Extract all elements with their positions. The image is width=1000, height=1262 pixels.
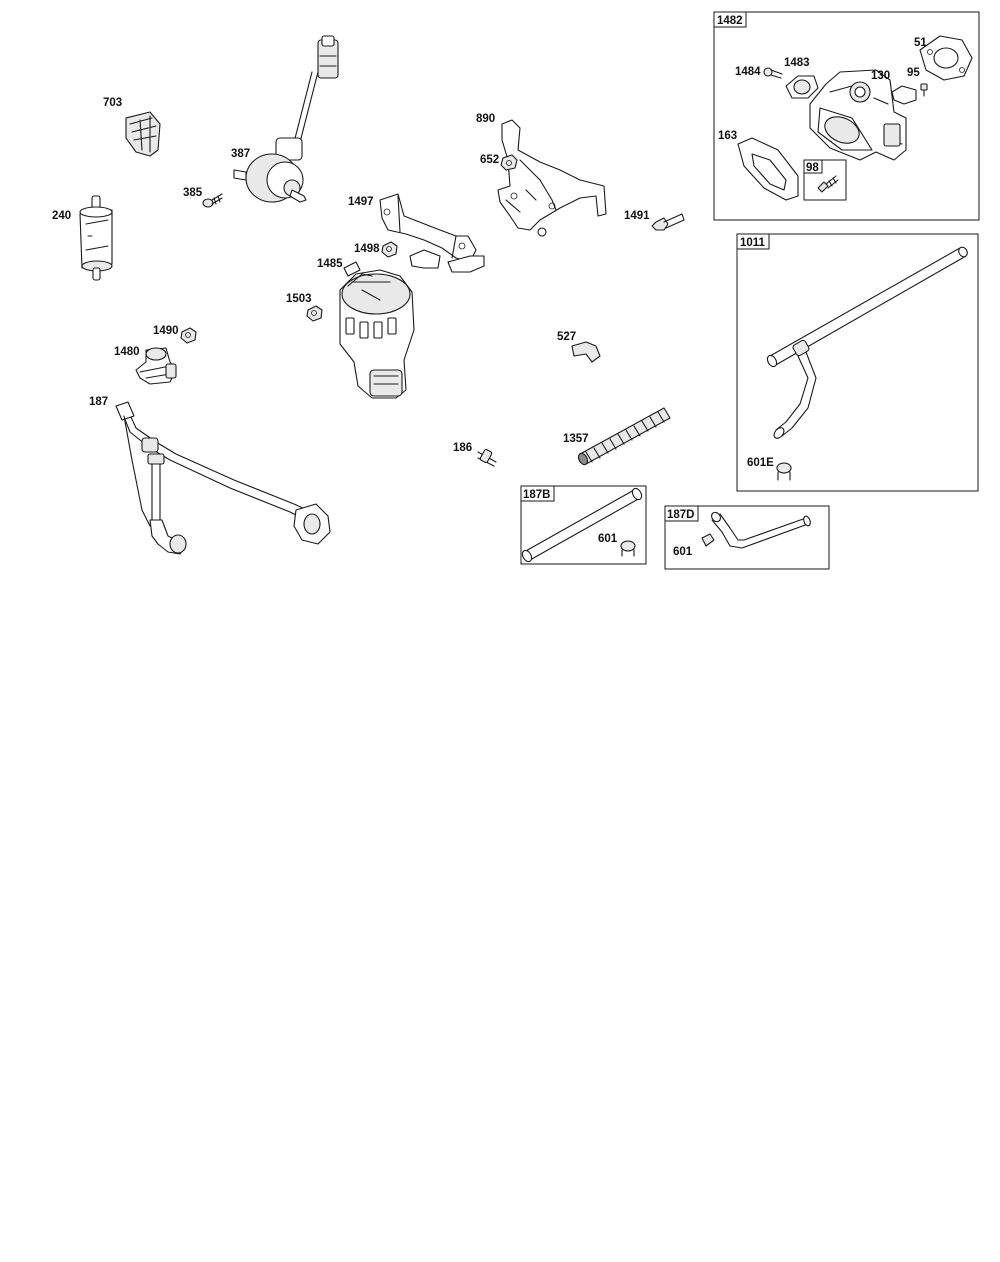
callout-601-187B: 601 [598, 533, 618, 545]
callout-1498: 1498 [354, 243, 380, 255]
callout-51: 51 [914, 37, 927, 49]
part-1497-bracket [379, 193, 485, 273]
callout-890: 890 [476, 113, 495, 125]
callout-601E: 601E [747, 457, 774, 469]
box-1011-tag: 1011 [740, 237, 766, 249]
part-1483-spacer [785, 75, 819, 99]
box-1482: 1482 1484 1483 51 [713, 11, 980, 221]
callout-1503: 1503 [286, 293, 312, 305]
part-601-clamp-187D [701, 533, 715, 547]
box-187B-tag: 187B [523, 489, 551, 501]
callout-601-187D: 601 [673, 546, 693, 558]
callout-1480: 1480 [114, 346, 140, 358]
callout-387: 387 [231, 148, 250, 160]
part-187-fuel-line [115, 401, 331, 555]
part-187D-hose [711, 511, 811, 549]
box-187D: 187D 601 [664, 505, 830, 570]
callout-385: 385 [183, 187, 203, 199]
part-186-fitting [477, 448, 497, 467]
part-1011-hose [766, 246, 968, 439]
callout-1483: 1483 [784, 57, 810, 69]
part-1503-nut [306, 305, 323, 322]
callout-1484: 1484 [735, 66, 761, 78]
callout-187: 187 [89, 396, 108, 408]
callout-1485: 1485 [317, 258, 343, 270]
part-1357-conduit [577, 407, 671, 466]
part-1491-bolt [651, 213, 685, 231]
part-240-fuel-filter [79, 195, 113, 281]
callout-240: 240 [52, 210, 71, 222]
part-95-screw [920, 83, 928, 97]
part-527-clip [571, 341, 601, 363]
box-98-tag: 98 [806, 162, 819, 174]
box-187D-tag: 187D [667, 509, 695, 521]
part-385-screw [202, 193, 223, 208]
callout-1357: 1357 [563, 433, 589, 445]
box-187B: 187B 601 [520, 485, 647, 565]
box-98: 98 [803, 159, 847, 201]
part-throttle-body [809, 69, 907, 161]
callout-186: 186 [453, 442, 472, 454]
box-1482-tag: 1482 [717, 15, 743, 27]
part-703-clip [125, 111, 161, 157]
part-890-bracket [497, 119, 607, 237]
part-1498-nut [381, 241, 398, 258]
part-187B-hose [521, 487, 643, 563]
callout-130: 130 [871, 70, 890, 82]
part-601E-clamp [776, 462, 792, 481]
callout-1491: 1491 [624, 210, 650, 222]
callout-95: 95 [907, 67, 920, 79]
box-1011: 1011 601E [736, 233, 979, 492]
callout-163: 163 [718, 130, 737, 142]
callout-703: 703 [103, 97, 122, 109]
part-1490-nut [180, 327, 197, 344]
callout-1497: 1497 [348, 196, 374, 208]
callout-527: 527 [557, 331, 576, 343]
part-1485-fuel-module [339, 261, 415, 399]
part-601-clamp-187B [620, 540, 636, 557]
callout-652: 652 [480, 154, 499, 166]
part-1480-injector [135, 347, 177, 385]
part-130-gasket [891, 85, 917, 105]
part-652-nut [500, 154, 518, 171]
part-1484-screw [763, 67, 783, 79]
part-387-fuel-pump [233, 35, 339, 203]
callout-1490: 1490 [153, 325, 179, 337]
part-163-gasket [737, 137, 799, 201]
part-51-gasket [919, 35, 973, 81]
